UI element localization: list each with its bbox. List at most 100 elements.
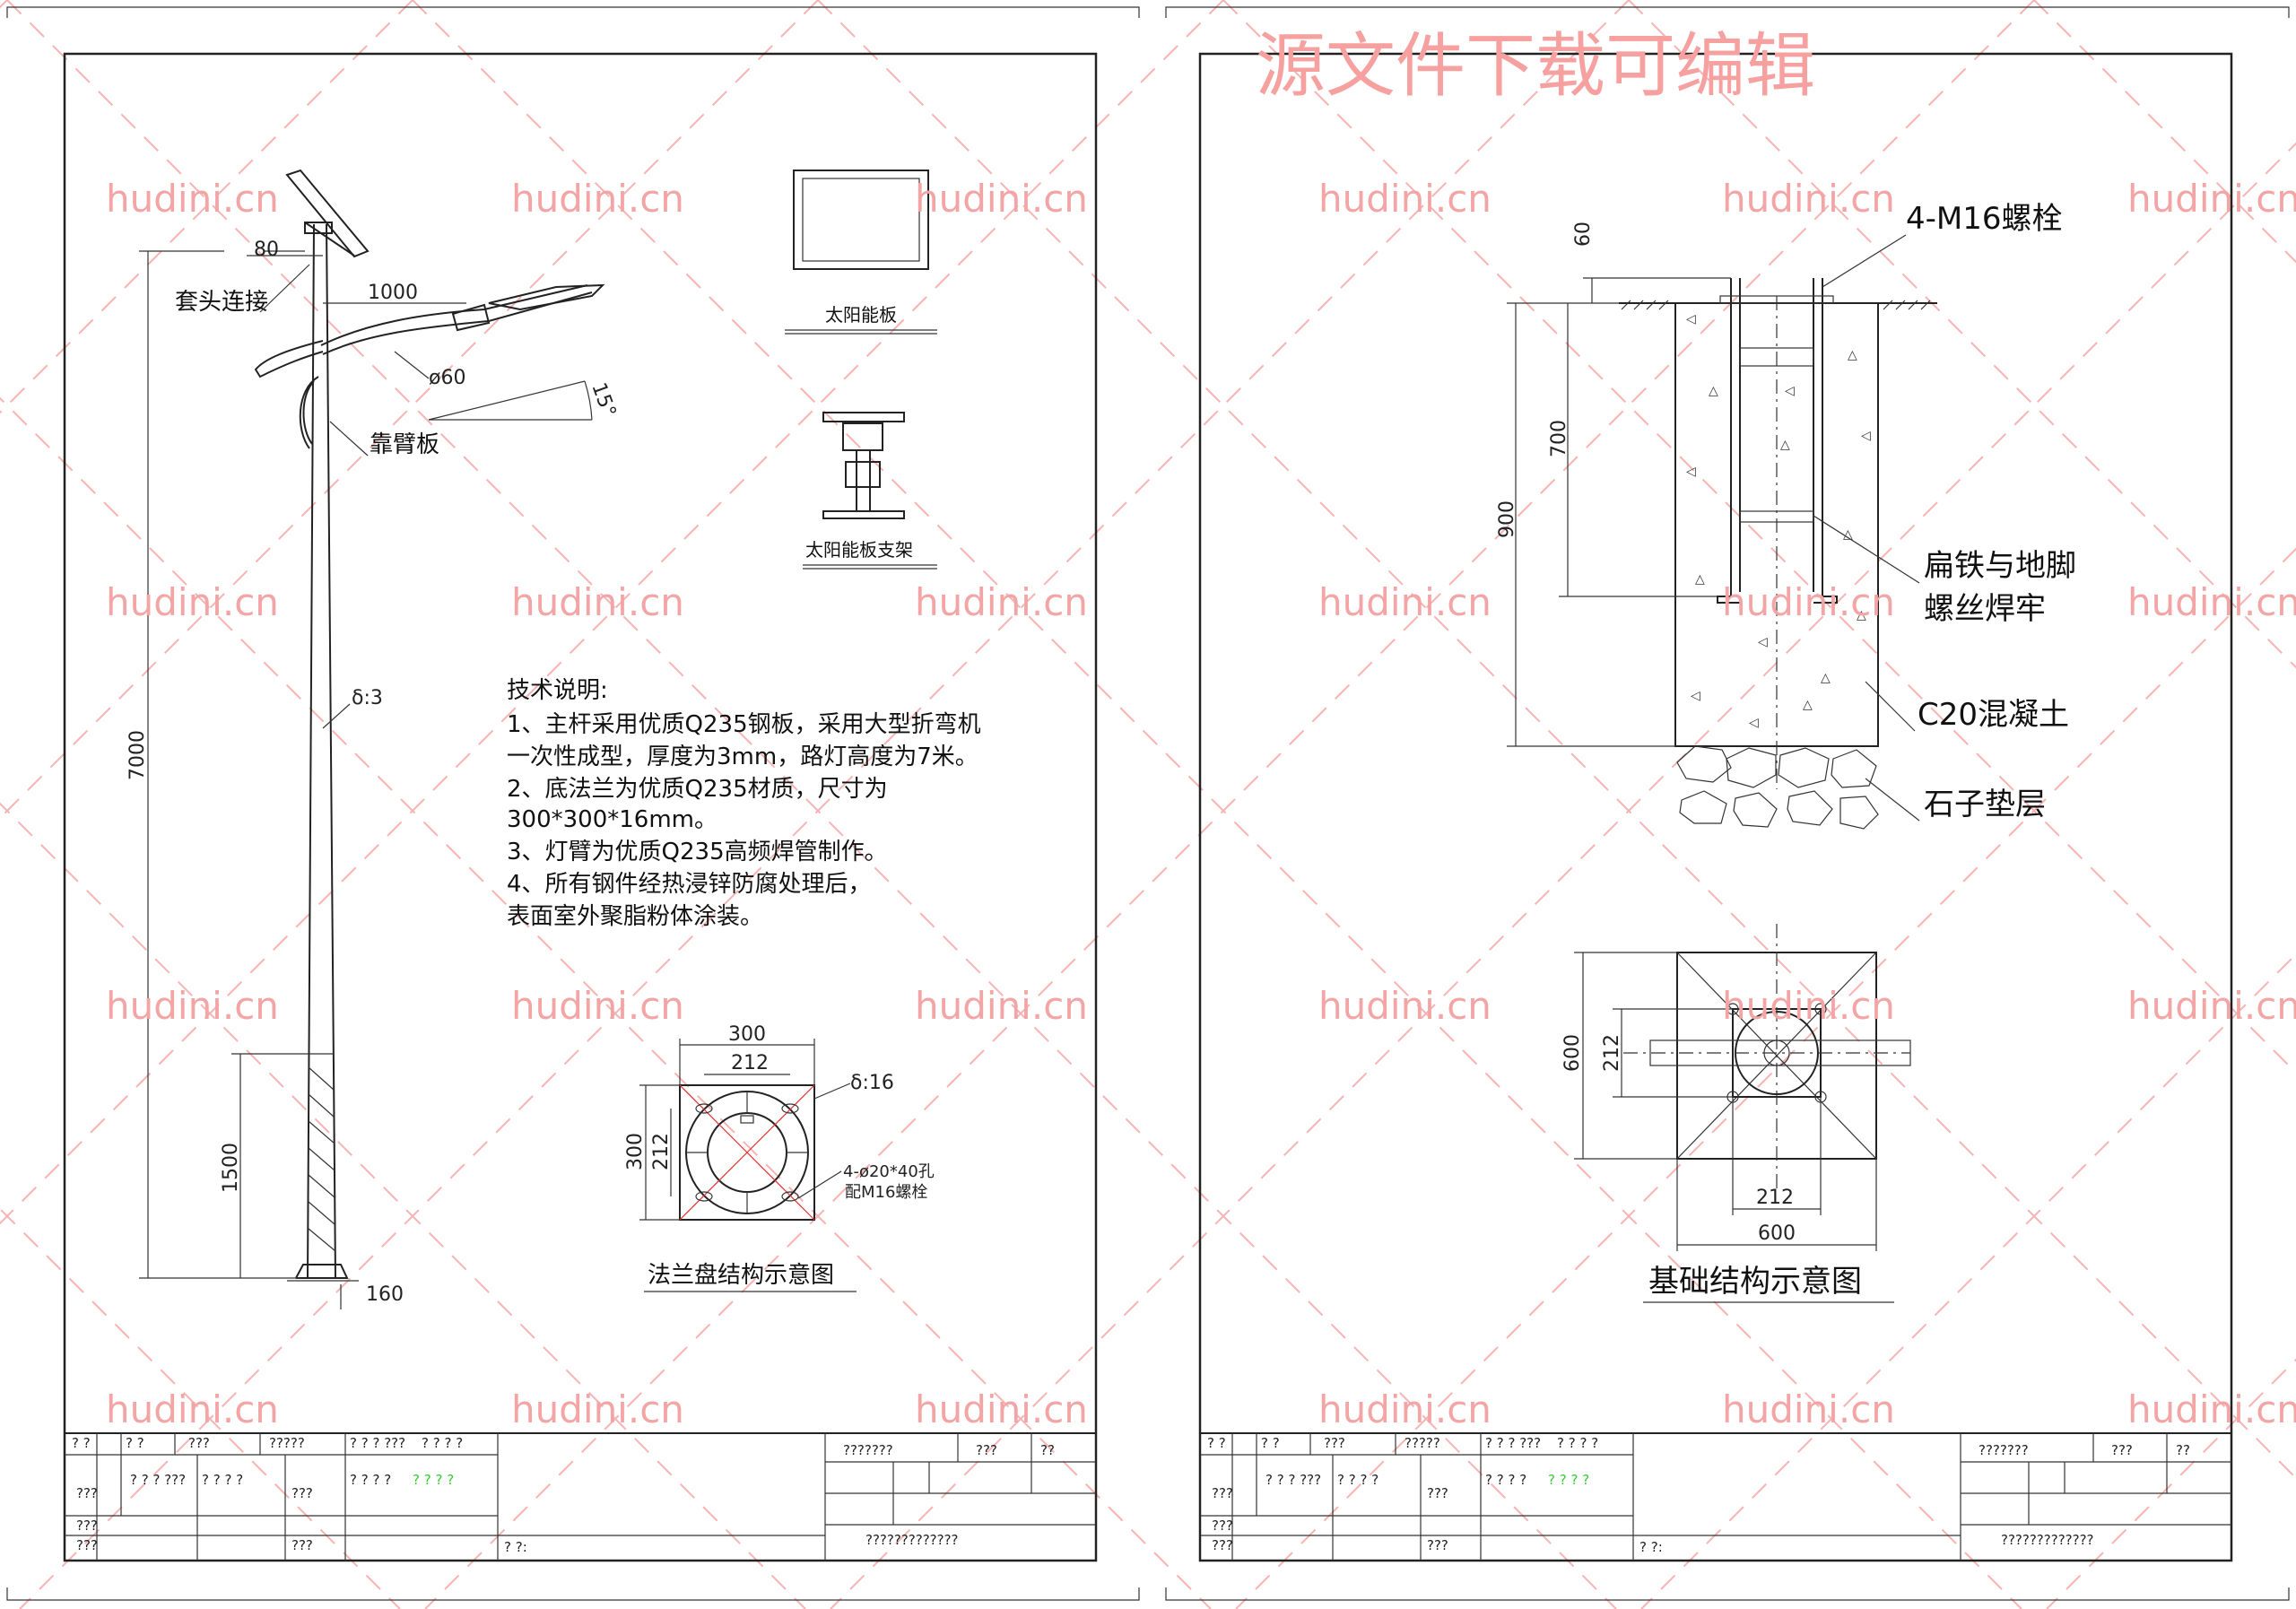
tb-cell: ? ? [126, 1435, 144, 1451]
svg-text:◁: ◁ [1749, 716, 1759, 730]
dim-80: 80 [254, 239, 279, 261]
tech-note-line: 4、所有钢件经热浸锌防腐处理后， [507, 871, 872, 898]
left-title-block: ? ? ? ? ??? ????? ? ? ? ??? ? ? ? ? ????… [64, 1432, 1097, 1561]
watermark-site-text: hudini.cn [1318, 1387, 1492, 1431]
svg-text:△: △ [1709, 384, 1718, 398]
solar-panel-label: 太阳能板 [825, 304, 897, 326]
tb-cell: ??? [76, 1518, 98, 1534]
tech-note-line: 2、底法兰为优质Q235材质，尺寸为 [507, 776, 888, 803]
watermark-site-text: hudini.cn [915, 1387, 1088, 1431]
foundation-dim-900: 900 [1496, 500, 1518, 538]
tb-cell: ? ? ? ??? [1265, 1472, 1321, 1488]
dim-7000: 7000 [126, 730, 149, 780]
watermark-site-text: hudini.cn [1722, 177, 1895, 221]
tb-cell: ??? [1427, 1537, 1448, 1553]
watermark-line [0, 1207, 401, 1609]
watermark-site-text: hudini.cn [1722, 1387, 1895, 1431]
watermark-site-text: hudini.cn [2127, 984, 2296, 1028]
foundation-dimensions: 60 700 900 [1496, 222, 1731, 747]
dim-dia-60: ø60 [429, 367, 465, 389]
flange-caption: 法兰盘结构示意图 [648, 1262, 834, 1289]
tb-cell: ????????????? [2001, 1532, 2094, 1548]
tb-cell: ??? [291, 1485, 313, 1501]
tb-cell: ? ?: [1639, 1539, 1663, 1555]
tb-cell: ????????????? [865, 1532, 959, 1548]
flat-iron-label-1: 扁铁与地脚 [1924, 548, 2076, 584]
flange-dim-212-top: 212 [731, 1052, 769, 1074]
watermark-line [0, 0, 413, 414]
tb-cell: ? ? ? ? [422, 1435, 463, 1451]
svg-text:△: △ [1843, 527, 1853, 542]
tech-notes-title: 技术说明: [507, 677, 608, 704]
tb-cell: ? ? ? ? [350, 1472, 391, 1488]
tech-note-line: 一次性成型，厚度为3mm，路灯高度为7米。 [507, 744, 978, 770]
flange-dimensions: 300 212 300 212 δ:16 4-ø20*40孔 配M16螺栓 [624, 1023, 935, 1221]
svg-text:◁: ◁ [1785, 384, 1795, 398]
tech-note-line: 1、主杆采用优质Q235钢板，采用大型折弯机 [507, 711, 981, 738]
tb-cell: ??? [76, 1537, 98, 1553]
flange-dim-300-side: 300 [624, 1133, 647, 1170]
svg-text:◁: ◁ [1691, 689, 1700, 703]
solar-bracket-view [803, 412, 937, 570]
tech-note-line: 300*300*16mm。 [507, 806, 718, 833]
plan-dimensions: 600 212 212 600 [1561, 952, 1877, 1251]
watermark-line [2033, 0, 2296, 264]
svg-text:◁: ◁ [1861, 429, 1871, 443]
right-title-block: ? ? ? ? ??? ????? ? ? ? ??? ? ? ? ? ????… [1199, 1432, 2232, 1561]
socket-label: 套头连接 [175, 289, 268, 316]
tb-cell: ??? [1324, 1435, 1345, 1451]
tech-notes: 技术说明: 1、主杆采用优质Q235钢板，采用大型折弯机 一次性成型，厚度为3m… [507, 677, 981, 930]
right-sheet-border [1165, 6, 2290, 1601]
watermark-line [424, 0, 2035, 1609]
tech-note-line: 3、灯臂为优质Q235高频焊管制作。 [507, 839, 888, 865]
watermark-line [1235, 547, 2296, 1609]
solar-panel-view [785, 170, 937, 335]
watermark-site-text: hudini.cn [106, 580, 279, 624]
concrete-specks: ◁△◁ △◁△ △◁△ ◁△◁ △◁△ [1686, 312, 1871, 730]
svg-text:◁: ◁ [1686, 312, 1696, 326]
plan-dim-212-side: 212 [1601, 1034, 1623, 1072]
tb-cell: ??????? [843, 1442, 893, 1458]
foundation-dim-700: 700 [1548, 420, 1570, 457]
solar-bracket-label: 太阳能板支架 [805, 539, 913, 561]
gravel-bed [1676, 745, 1879, 830]
tb-cell: ??? [76, 1485, 98, 1501]
svg-text:△: △ [1848, 348, 1857, 362]
gravel-label: 石子垫层 [1924, 787, 2046, 822]
left-sheet-border [6, 6, 1140, 1601]
flange-dim-300-top: 300 [728, 1023, 766, 1046]
tb-cell: ????? [1405, 1435, 1440, 1451]
watermark-site-text: hudini.cn [106, 984, 279, 1028]
tb-cell: ?? [2176, 1442, 2190, 1458]
watermark-line [0, 0, 819, 820]
tb-cell: ?? [1040, 1442, 1055, 1458]
watermark-site-text: hudini.cn [2127, 1387, 2296, 1431]
foundation-caption: 基础结构示意图 [1648, 1264, 1862, 1300]
svg-text:△: △ [1803, 698, 1813, 712]
tb-cell: ? ? ? ? [413, 1472, 454, 1488]
tb-cell: ? ? ? ? [202, 1472, 243, 1488]
watermark-site-text: hudini.cn [2127, 580, 2296, 624]
flat-iron-label-2: 螺丝焊牢 [1924, 591, 2046, 627]
watermark-line [412, 0, 2022, 1609]
watermark-site-text: hudini.cn [1318, 580, 1492, 624]
dim-wall-3: δ:3 [352, 687, 383, 709]
dim-1000: 1000 [368, 282, 418, 304]
tb-cell: ??? [188, 1435, 210, 1451]
arm-plate-label: 靠臂板 [370, 431, 439, 458]
watermark-site-text: hudini.cn [1722, 580, 1895, 624]
watermark-site-text: hudini.cn [1318, 177, 1492, 221]
watermark-line [19, 0, 1630, 1609]
tech-note-line: 表面室外聚脂粉体涂装。 [507, 903, 763, 930]
flange-plate-drawing [679, 1084, 815, 1221]
watermark-line [2046, 1358, 2296, 1609]
svg-text:◁: ◁ [1686, 465, 1696, 479]
tb-cell: ????? [269, 1435, 305, 1451]
watermark-line [0, 396, 1212, 1609]
buried-section-hatch [308, 1053, 336, 1252]
watermark-site-text: hudini.cn [511, 1387, 684, 1431]
foundation-section: ◁△◁ △◁△ △◁△ ◁△◁ △◁△ [1619, 278, 1937, 830]
tb-cell: ? ? ? ??? [130, 1472, 186, 1488]
